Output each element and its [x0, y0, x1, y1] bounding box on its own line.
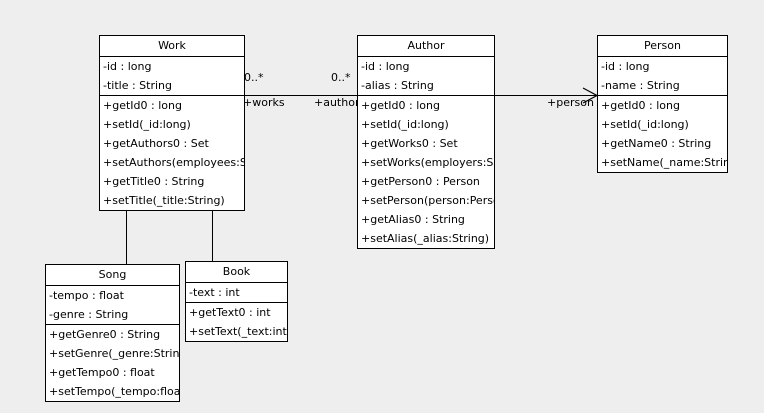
attributes-compartment-book: -text : int: [186, 283, 287, 303]
operations-compartment-author: +getId0 : long +setId(_id:long) +getWork…: [358, 96, 494, 248]
operation-row: +setId(_id:long): [103, 118, 191, 131]
operation-row: +getName0 : String: [601, 137, 712, 150]
operation-row: +getId0 : long: [361, 99, 440, 112]
attribute-row: -tempo : float: [49, 289, 124, 302]
operations-compartment-book: +getText0 : int +setText(_text:int): [186, 303, 287, 341]
operation-row: +getId0 : long: [103, 99, 182, 112]
operation-row: +getAuthors0 : Set: [103, 137, 209, 150]
attribute-row: -text : int: [189, 286, 240, 299]
attribute-row: -genre : String: [49, 308, 129, 321]
operation-row: +getTempo0 : float: [49, 366, 155, 379]
operation-row: +setTitle(_title:String): [103, 194, 225, 207]
class-box-work[interactable]: Work -id : long -title : String +getId0 …: [99, 35, 245, 211]
generalization-line-song: [126, 204, 127, 265]
operation-row: +setAuthors(employees:Set): [103, 156, 244, 169]
class-box-song[interactable]: Song -tempo : float -genre : String +get…: [45, 264, 180, 402]
association-line-work-author: [245, 95, 357, 96]
class-box-book[interactable]: Book -text : int +getText0 : int +setTex…: [185, 261, 288, 342]
operations-compartment-person: +getId0 : long +setId(_id:long) +getName…: [598, 96, 727, 172]
class-name-author: Author: [358, 36, 494, 57]
attribute-row: -name : String: [601, 79, 680, 92]
class-name-book: Book: [186, 262, 287, 283]
attribute-row: -id : long: [601, 60, 650, 73]
operation-row: +setName(_name:String): [601, 156, 727, 169]
operation-row: +getId0 : long: [601, 99, 680, 112]
operation-row: +setTempo(_tempo:float): [49, 385, 179, 398]
class-name-work: Work: [100, 36, 244, 57]
operation-row: +setAlias(_alias:String): [361, 232, 490, 245]
role-authors: +authors: [314, 96, 366, 109]
class-name-song: Song: [46, 265, 179, 286]
operation-row: +setId(_id:long): [601, 118, 689, 131]
attribute-row: -title : String: [103, 79, 173, 92]
operation-row: +getWorks0 : Set: [361, 137, 458, 150]
generalization-line-book: [212, 204, 213, 262]
attributes-compartment-work: -id : long -title : String: [100, 57, 244, 96]
role-person: +person: [547, 96, 594, 109]
class-name-person: Person: [598, 36, 727, 57]
operations-compartment-song: +getGenre0 : String +setGenre(_genre:Str…: [46, 325, 179, 401]
operation-row: +getGenre0 : String: [49, 328, 161, 341]
multiplicity-work-side: 0..*: [244, 71, 264, 84]
attributes-compartment-song: -tempo : float -genre : String: [46, 286, 179, 325]
class-box-person[interactable]: Person -id : long -name : String +getId0…: [597, 35, 728, 173]
operation-row: +setText(_text:int): [189, 325, 287, 338]
operation-row: +setWorks(employers:Set): [361, 156, 494, 169]
class-box-author[interactable]: Author -id : long -alias : String +getId…: [357, 35, 495, 249]
attribute-row: -id : long: [103, 60, 152, 73]
role-works: +works: [243, 96, 285, 109]
operation-row: +getAlias0 : String: [361, 213, 465, 226]
operation-row: +setPerson(person:Person): [361, 194, 494, 207]
attributes-compartment-person: -id : long -name : String: [598, 57, 727, 96]
multiplicity-author-side: 0..*: [331, 71, 351, 84]
operation-row: +setId(_id:long): [361, 118, 449, 131]
operations-compartment-work: +getId0 : long +setId(_id:long) +getAuth…: [100, 96, 244, 210]
attributes-compartment-author: -id : long -alias : String: [358, 57, 494, 96]
operation-row: +setGenre(_genre:String): [49, 347, 179, 360]
operation-row: +getTitle0 : String: [103, 175, 205, 188]
operation-row: +getPerson0 : Person: [361, 175, 480, 188]
operation-row: +getText0 : int: [189, 306, 271, 319]
attribute-row: -alias : String: [361, 79, 434, 92]
association-line-author-person: [495, 95, 597, 96]
attribute-row: -id : long: [361, 60, 410, 73]
